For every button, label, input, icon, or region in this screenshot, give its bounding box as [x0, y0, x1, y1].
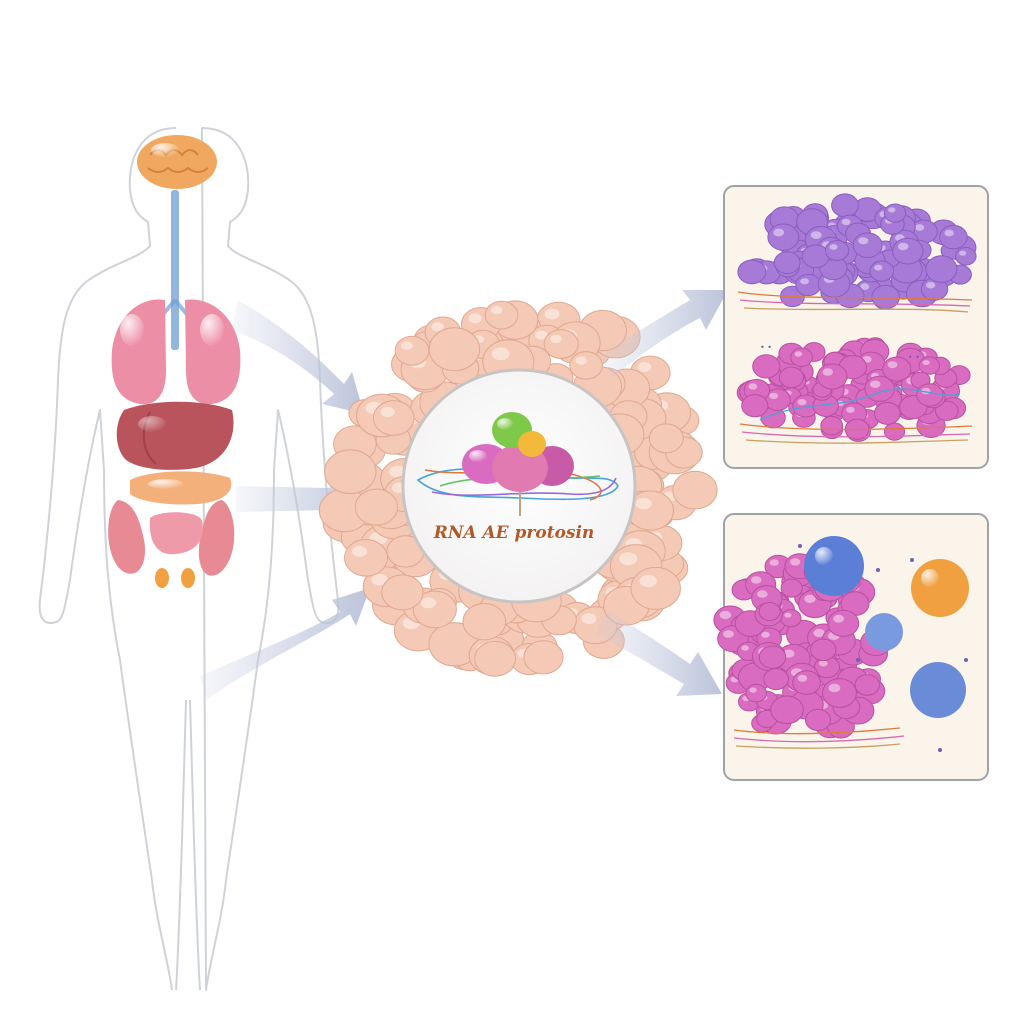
center-label: RNA AE protosin	[433, 523, 595, 543]
human-figure	[38, 127, 340, 991]
arrow-cell-to-top-panel	[600, 290, 728, 378]
fibril-strands-bottom	[733, 727, 905, 749]
outgoing-arrows	[596, 290, 728, 696]
blue-particle-icon	[804, 536, 966, 718]
arrow-legs-to-cell	[200, 588, 370, 700]
arrow-lungs-to-cell	[232, 300, 364, 414]
human-body-outline-icon	[38, 127, 340, 991]
rna-protein-complex-icon	[462, 412, 574, 516]
svg-text:• •: • •	[760, 343, 772, 352]
svg-text:• •: • •	[908, 353, 920, 362]
magnified-lens: RNA AE protosin	[401, 368, 637, 604]
spine-icon	[171, 190, 179, 350]
panel-aggregate-top: • • • •	[723, 185, 989, 469]
panel-aggregate-bottom	[713, 513, 989, 781]
pancreas-icon	[130, 471, 232, 505]
orange-particle-icon	[911, 559, 969, 617]
fibril-strands-top	[737, 291, 973, 444]
arrow-cell-to-bottom-panel	[596, 610, 722, 696]
liver-icon	[116, 401, 234, 470]
purple-aggregate-icon	[737, 193, 977, 310]
kidneys-icon	[108, 500, 235, 588]
lungs-icon	[111, 299, 241, 405]
brain-icon	[137, 135, 217, 189]
